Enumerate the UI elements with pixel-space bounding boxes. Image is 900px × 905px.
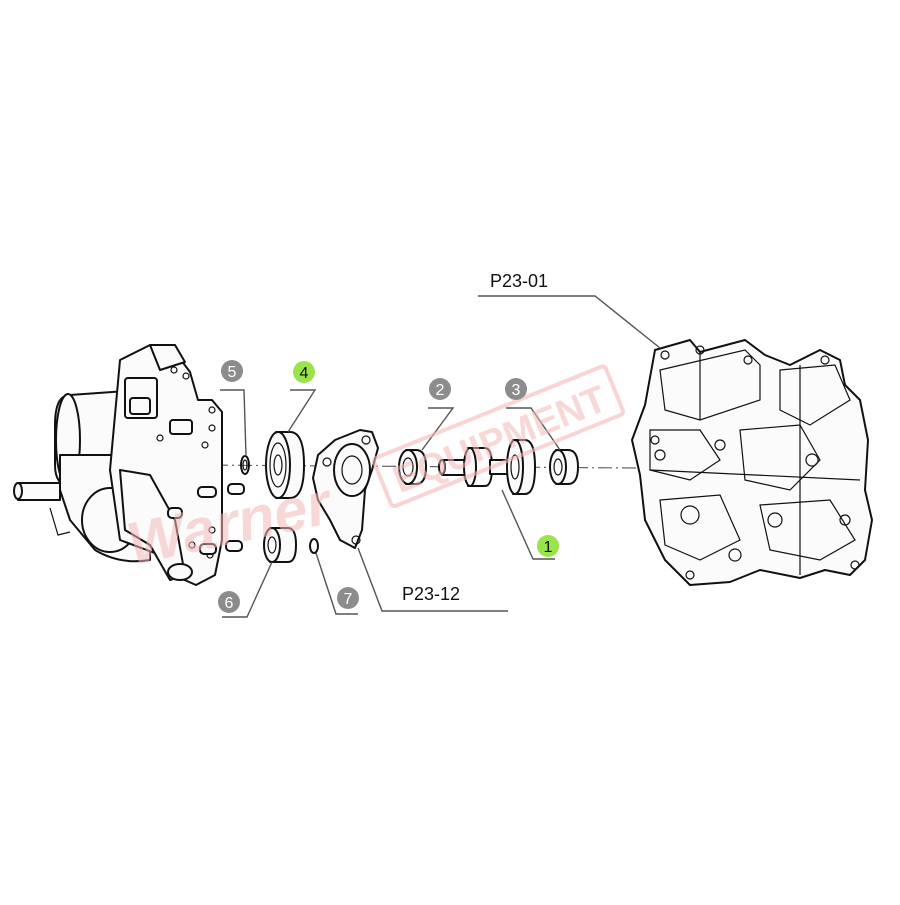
callout-2-circle [429, 378, 451, 400]
callout-6-circle [218, 591, 240, 613]
bearing-part-3 [549, 449, 579, 485]
callout-4-circle [293, 361, 315, 383]
callout-2: 2 [429, 378, 451, 400]
callout-6-number: 6 [225, 595, 234, 612]
bushing-part-6 [263, 527, 297, 563]
housing-code-label: P23-01 [490, 271, 548, 291]
callout-7: 7 [337, 587, 359, 609]
leader-lines [220, 295, 661, 618]
callout-1: 1 [537, 535, 559, 557]
callout-2-number: 2 [436, 382, 445, 399]
callout-4: 4 [293, 361, 315, 383]
callout-1-number: 1 [544, 539, 553, 556]
callout-4-number: 4 [300, 365, 309, 382]
callout-5-circle [221, 360, 243, 382]
callout-6: 6 [218, 591, 240, 613]
cover-code-label: P23-12 [402, 584, 460, 604]
callout-3: 3 [505, 378, 527, 400]
o-ring-part-5 [240, 455, 250, 475]
callout-3-number: 3 [512, 382, 521, 399]
callout-1-circle [537, 535, 559, 557]
bearing-part-4 [265, 431, 305, 499]
callout-5: 5 [221, 360, 243, 382]
callout-5-number: 5 [228, 364, 237, 381]
callout-7-number: 7 [344, 591, 353, 608]
housing-p23-01 [631, 339, 873, 586]
bearing-part-2 [398, 449, 427, 485]
o-ring-part-7 [309, 538, 319, 554]
callout-3-circle [505, 378, 527, 400]
pump-assembly [13, 344, 245, 586]
callout-7-circle [337, 587, 359, 609]
cover-p23-12 [312, 429, 379, 549]
